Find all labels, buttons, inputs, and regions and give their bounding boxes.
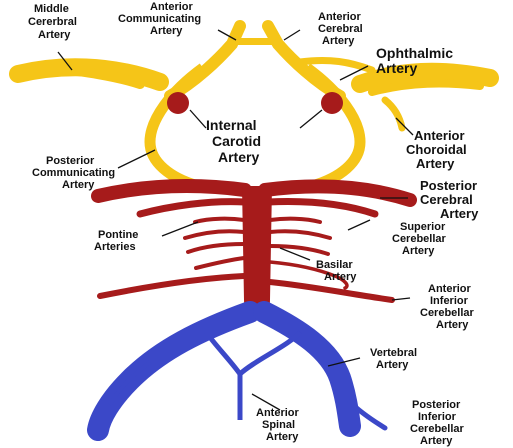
superior-cerebellar-artery-right — [268, 202, 375, 215]
superior-cerebellar-artery-left — [140, 202, 245, 214]
pontine-artery — [188, 244, 244, 252]
pontine-artery — [195, 219, 244, 222]
anterior-inferior-cerebellar-artery-right — [270, 282, 392, 300]
label-posterior-communicating-artery: Posterior Communicating Artery — [32, 155, 118, 191]
label-superior-cerebellar-artery: Superior Cerebellar Artery — [392, 221, 449, 257]
label-anterior-inferior-cerebellar-artery: Anterior Inferior Cerebellar Artery — [420, 283, 477, 331]
pontine-artery — [185, 231, 244, 238]
internal-carotid-left — [167, 92, 189, 114]
label-anterior-spinal-artery: Anterior Spinal Artery — [256, 407, 302, 443]
label-posterior-inferior-cerebellar-artery: Posterior Inferior Cerebellar Artery — [410, 399, 467, 447]
label-vertebral-artery: Vertebral Artery — [370, 347, 420, 371]
label-posterior-cerebral-artery: Posterior Cerebral Artery — [420, 178, 481, 221]
pontine-artery — [196, 258, 244, 268]
pontine-artery — [270, 246, 328, 254]
posterior-cerebral-artery-left — [98, 186, 245, 196]
label-pontine-arteries: Pontine Arteries — [94, 229, 141, 253]
pontine-artery — [270, 231, 330, 238]
vertebrobasilar-system — [98, 186, 410, 316]
anterior-inferior-cerebellar-artery-left — [100, 276, 244, 296]
label-internal-carotid-artery: Internal Carotid Artery — [206, 117, 265, 165]
label-anterior-communicating-artery: Anterior Communicating Artery — [118, 1, 204, 37]
anterior-spinal-artery — [206, 332, 240, 420]
pontine-artery — [270, 219, 320, 222]
anterior-choroidal-artery — [385, 100, 402, 128]
vertebral-artery-left — [98, 312, 250, 430]
anterior-communicating-artery — [236, 38, 272, 45]
label-middle-cerebral-artery: Middle Cererbral Artery — [28, 3, 80, 41]
label-anterior-choroidal-artery: Anterior Choroidal Artery — [406, 128, 470, 171]
label-anterior-cerebral-artery: Anterior Cerebral Artery — [318, 11, 366, 47]
basilar-artery — [242, 186, 272, 316]
vertebral-system — [98, 312, 385, 430]
internal-carotid-right — [321, 92, 343, 114]
anterior-spinal-artery — [240, 332, 300, 374]
middle-cerebral-branch-right — [372, 84, 480, 92]
